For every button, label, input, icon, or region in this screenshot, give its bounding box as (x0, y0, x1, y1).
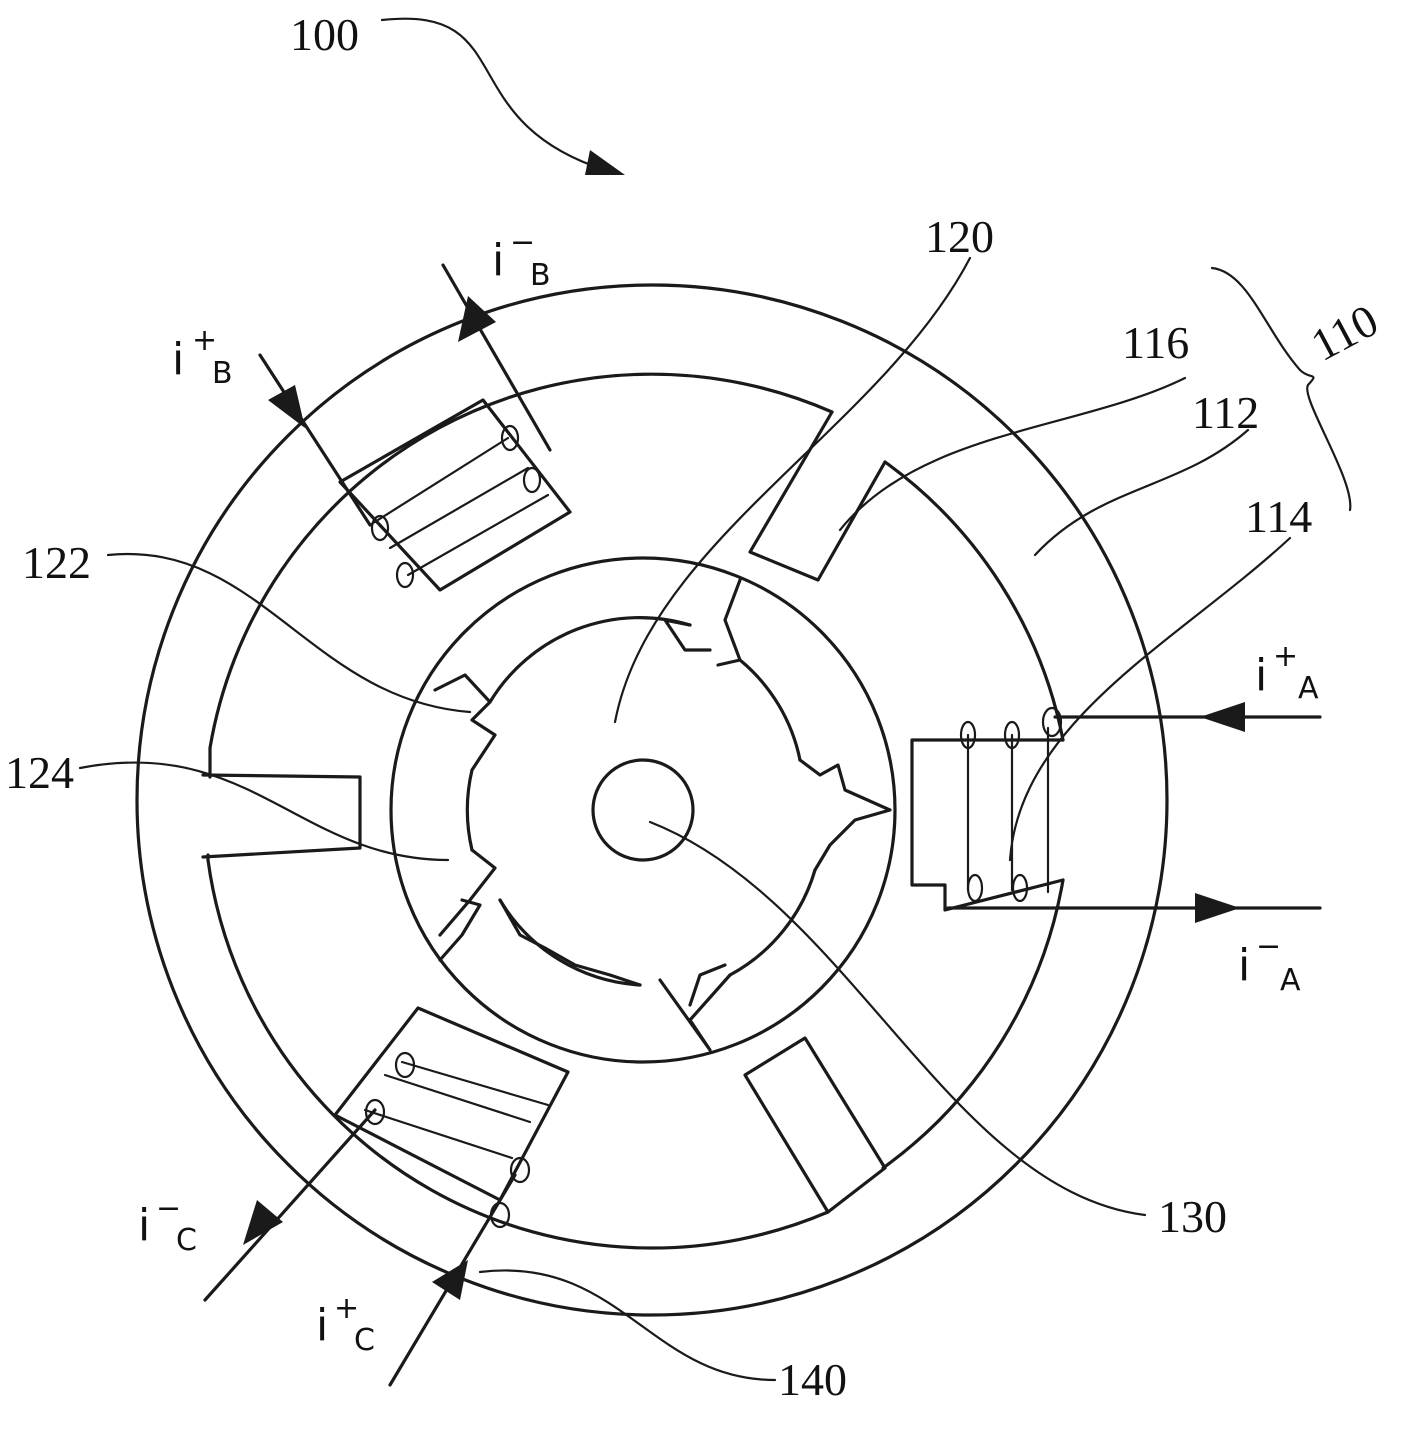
label-112: 112 (1192, 387, 1259, 438)
current-label-b-out: i − B (492, 225, 551, 293)
label-120: 120 (925, 211, 994, 262)
slot-lower-right (743, 1036, 887, 1214)
stator-outer-ring (135, 283, 1169, 1317)
leader-140 (478, 1269, 777, 1382)
stator-tooth-b (338, 398, 572, 592)
svg-text:C: C (354, 1323, 375, 1358)
coil-c (363, 1051, 550, 1229)
leader-130 (648, 820, 1147, 1217)
leader-100 (380, 17, 607, 172)
stator-yoke-inner-boundary (206, 372, 1065, 1250)
arrow-a-in (1200, 702, 1245, 732)
arrow-c-in (432, 1260, 468, 1300)
leader-110 (1210, 266, 1352, 512)
arrow-b-out (458, 296, 496, 342)
slot-left (201, 773, 362, 859)
label-116: 116 (1122, 317, 1189, 368)
label-124: 124 (5, 747, 74, 798)
rotor-pole-edges (433, 578, 892, 1052)
arrow-c-out (243, 1200, 283, 1245)
current-label-a-in: i + A (1255, 639, 1319, 706)
svg-text:A: A (1298, 671, 1319, 706)
stator-tooth-a (910, 738, 1065, 912)
svg-text:−: − (510, 225, 535, 260)
svg-text:+: + (192, 323, 217, 358)
svg-text:C: C (176, 1223, 197, 1258)
svg-text:i: i (1238, 940, 1250, 991)
svg-text:+: + (334, 1291, 359, 1326)
stator-tooth-c (333, 1006, 570, 1202)
label-140: 140 (778, 1354, 847, 1405)
label-100: 100 (290, 9, 359, 60)
lead-b-out (441, 263, 552, 452)
svg-text:i: i (316, 1300, 328, 1351)
svg-text:−: − (1256, 929, 1281, 964)
svg-text:A: A (1280, 963, 1301, 998)
current-label-c-out: i − C (138, 1191, 197, 1258)
rotor-outer-circle (389, 556, 897, 1064)
current-label-b-in: i + B (172, 323, 233, 391)
svg-text:−: − (156, 1191, 181, 1226)
lead-b-in (258, 353, 372, 527)
shaft-circle (591, 758, 695, 862)
rotor-spoke-shapes (438, 898, 727, 1007)
slot-caps (206, 410, 887, 862)
coil-b (368, 424, 550, 589)
label-130: 130 (1158, 1191, 1227, 1242)
coil-a (959, 706, 1063, 903)
label-110: 110 (1303, 294, 1386, 371)
svg-text:i: i (492, 235, 504, 286)
leader-124 (78, 761, 450, 862)
current-label-a-out: i − A (1238, 929, 1301, 998)
arrow-b-in (268, 385, 305, 428)
leader-120 (613, 256, 972, 724)
leader-116 (838, 376, 1187, 532)
leader-112 (1033, 428, 1250, 557)
svg-text:B: B (212, 356, 233, 391)
arrow-a-out (1195, 893, 1240, 923)
rotor-inner-arcs (465, 616, 817, 987)
label-122: 122 (22, 537, 91, 588)
label-114: 114 (1245, 491, 1312, 542)
svg-text:+: + (1273, 639, 1298, 674)
svg-text:B: B (530, 258, 551, 293)
arrow-100 (585, 150, 625, 175)
lead-c-out (203, 1108, 377, 1302)
svg-text:i: i (138, 1200, 150, 1251)
leader-122 (106, 552, 472, 714)
current-label-c-in: i + C (316, 1291, 375, 1358)
svg-text:i: i (172, 334, 184, 385)
leader-114 (1008, 536, 1292, 862)
svg-text:i: i (1255, 650, 1267, 701)
